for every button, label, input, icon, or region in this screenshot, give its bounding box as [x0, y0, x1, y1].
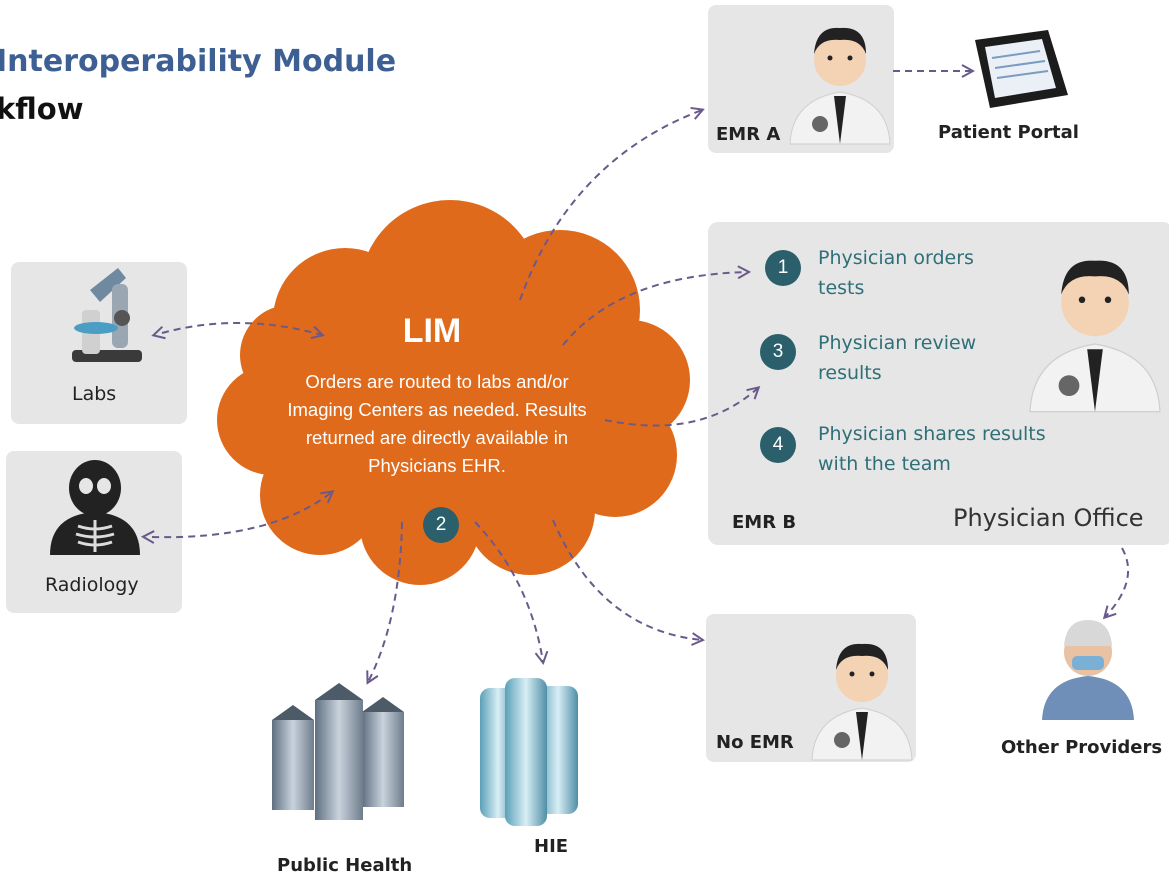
- arrow-radiology-lim: [152, 492, 332, 537]
- emr-a-label: EMR A: [716, 124, 781, 145]
- skyscraper-icon: [480, 678, 578, 826]
- page-title: Interoperability Module: [0, 44, 397, 79]
- step-3-badge: [760, 334, 796, 370]
- tablet-icon: [975, 30, 1068, 108]
- physician-office-panel: [708, 222, 1169, 545]
- step-1-text: Physician orders tests: [818, 247, 974, 299]
- public-health-label: Public Health: [277, 855, 413, 876]
- step-3-number: 3: [772, 341, 784, 362]
- arrow-lim-publichealth: [368, 521, 403, 682]
- step-4-text: Physician shares results with the team: [818, 423, 1046, 475]
- connector-arrows: [152, 71, 1130, 682]
- patient-portal-label: Patient Portal: [938, 122, 1079, 143]
- doctor-icon: [811, 643, 913, 761]
- step-1-number: 1: [777, 257, 789, 278]
- lim-title: LIM: [402, 312, 462, 350]
- hie-label: HIE: [534, 836, 569, 857]
- labs-label: Labs: [72, 383, 117, 405]
- step-2-badge: [423, 507, 459, 543]
- lim-description: Orders are routed to labs and/or Imaging…: [287, 371, 587, 476]
- no-emr-label: No EMR: [716, 732, 794, 753]
- step-1-badge: [765, 250, 801, 286]
- doctor-icon: [1029, 260, 1161, 413]
- other-providers-label: Other Providers: [1001, 737, 1163, 758]
- microscope-icon: [72, 268, 142, 362]
- physician-office-label: Physician Office: [953, 504, 1144, 532]
- step-3-text: Physician review results: [818, 332, 977, 384]
- arrow-lim-hie: [474, 521, 543, 662]
- doctor-icon: [789, 27, 891, 145]
- emr-b-label: EMR B: [732, 512, 797, 533]
- arrow-office-other: [1105, 547, 1130, 617]
- step-4-number: 4: [772, 434, 784, 455]
- arrow-lim-emra: [519, 110, 702, 301]
- building-icon: [272, 683, 404, 820]
- step-2-number: 2: [435, 514, 447, 535]
- step-4-badge: [760, 427, 796, 463]
- arrow-lim-step3: [604, 388, 758, 427]
- radiology-label: Radiology: [45, 574, 139, 596]
- arrow-lim-noemr: [552, 519, 702, 640]
- skeleton-icon: [50, 460, 140, 555]
- arrow-labs-lim: [162, 321, 322, 335]
- surgeon-icon: [1042, 620, 1134, 720]
- page-subtitle: kflow: [0, 92, 84, 126]
